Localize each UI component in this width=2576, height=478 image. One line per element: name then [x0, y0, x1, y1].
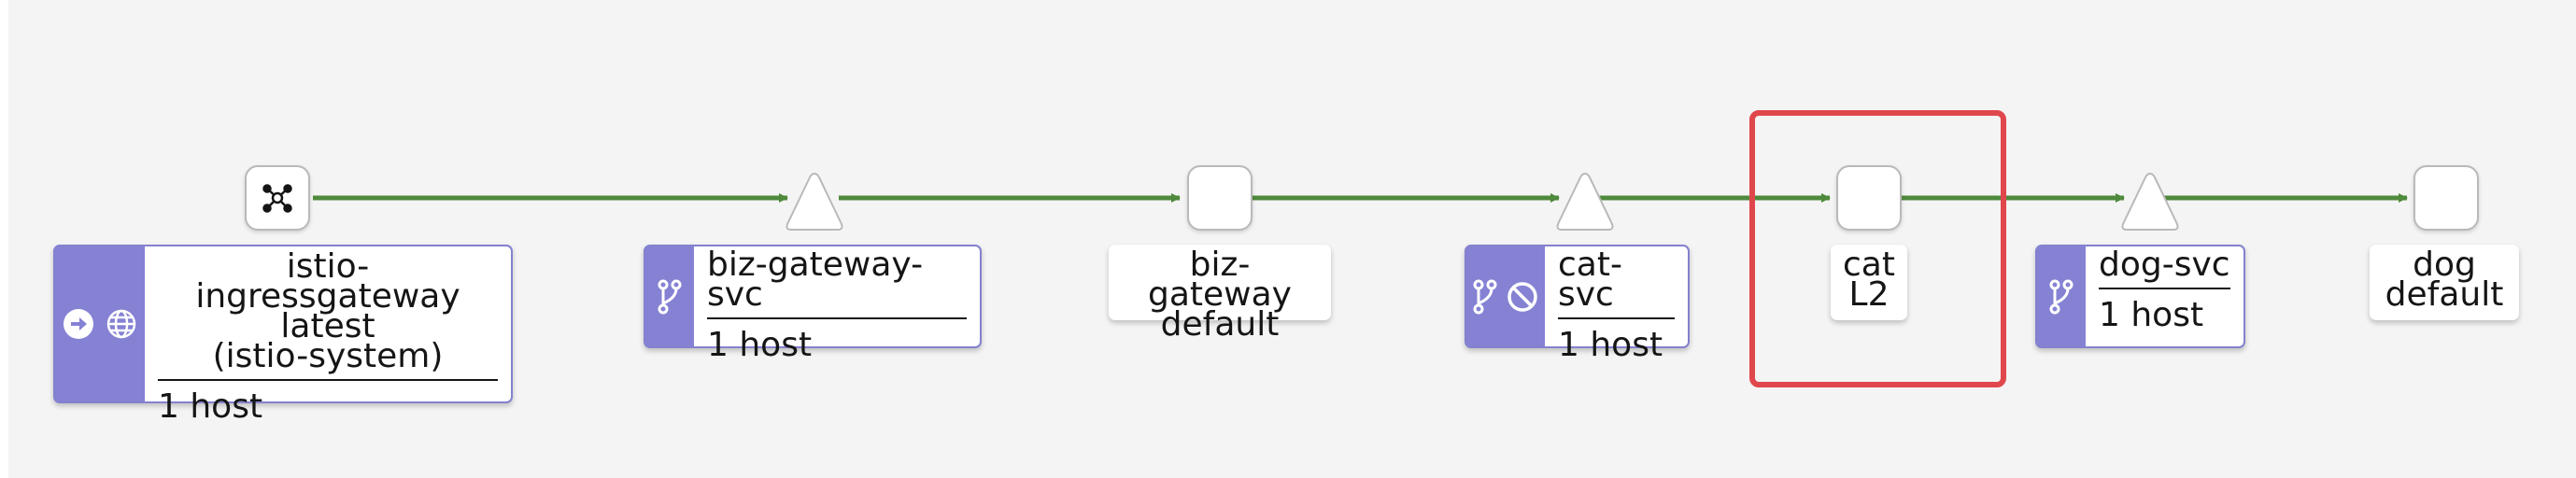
cat-label[interactable]: cat L2	[1831, 245, 1907, 320]
ingress-gateway-node[interactable]	[245, 165, 310, 231]
arrow-circle-right-icon	[64, 309, 93, 339]
biz-gateway-label[interactable]: biz-gateway default	[1109, 245, 1331, 342]
title-line: biz-gateway	[1148, 246, 1292, 314]
host-count: 1 host	[158, 387, 263, 426]
divider	[707, 317, 967, 319]
service-node-dog-svc[interactable]	[2119, 170, 2181, 233]
service-node-cat-svc[interactable]	[1554, 170, 1616, 233]
cat-svc-label[interactable]: cat-svc 1 host	[1465, 245, 1690, 362]
title-line: (istio-system)	[212, 337, 444, 375]
host-count: 1 host	[707, 326, 813, 364]
dog-svc-label[interactable]: dog-svc 1 host	[2035, 245, 2245, 348]
host-count: 1 host	[2099, 296, 2204, 334]
node-title: biz-gateway-svc	[707, 246, 924, 314]
title-line: latest	[280, 307, 375, 345]
service-node-biz-gateway-svc[interactable]	[784, 170, 845, 233]
host-count: 1 host	[1558, 326, 1663, 364]
divider	[1558, 317, 1675, 319]
workload-node-dog[interactable]	[2413, 165, 2479, 231]
badge-icon-strip	[55, 246, 145, 401]
graph-edges	[313, 193, 2408, 203]
divider	[158, 379, 498, 381]
globe-icon	[106, 309, 136, 339]
title-line: default	[1160, 305, 1280, 344]
badge-icon-strip	[1466, 246, 1545, 346]
title-line: default	[2385, 275, 2504, 314]
node-title: cat-svc	[1558, 246, 1622, 314]
title-line: cat	[1843, 246, 1895, 284]
workload-node-biz-gateway[interactable]	[1187, 165, 1253, 231]
node-title: istio-ingressgateway latest (istio-syste…	[158, 247, 498, 379]
branch-icon	[658, 279, 682, 314]
badge-icon-strip	[2037, 246, 2086, 346]
badge-body: istio-ingressgateway latest (istio-syste…	[145, 246, 511, 424]
ingress-gateway-label[interactable]: istio-ingressgateway latest (istio-syste…	[53, 245, 513, 424]
badge-body: biz-gateway-svc 1 host	[694, 246, 980, 362]
branch-icon	[1473, 279, 1497, 314]
node-title: dog-svc	[2099, 246, 2230, 284]
title-line: L2	[1848, 275, 1890, 314]
network-hub-icon	[262, 184, 292, 213]
branch-icon	[2049, 279, 2074, 314]
badge-body: dog-svc 1 host	[2086, 246, 2243, 346]
graph-canvas[interactable]: istio-ingressgateway latest (istio-syste…	[8, 0, 2576, 478]
divider	[2099, 288, 2230, 289]
title-line: istio-ingressgateway	[195, 247, 460, 316]
workload-node-cat[interactable]	[1836, 165, 1902, 231]
badge-body: cat-svc 1 host	[1545, 246, 1688, 362]
biz-gateway-svc-label[interactable]: biz-gateway-svc 1 host	[644, 245, 982, 362]
title-line: dog	[2413, 246, 2476, 284]
blocked-icon	[1507, 281, 1537, 312]
dog-label[interactable]: dog default	[2370, 245, 2519, 320]
badge-icon-strip	[645, 246, 694, 346]
selection-highlight	[1749, 110, 2006, 387]
